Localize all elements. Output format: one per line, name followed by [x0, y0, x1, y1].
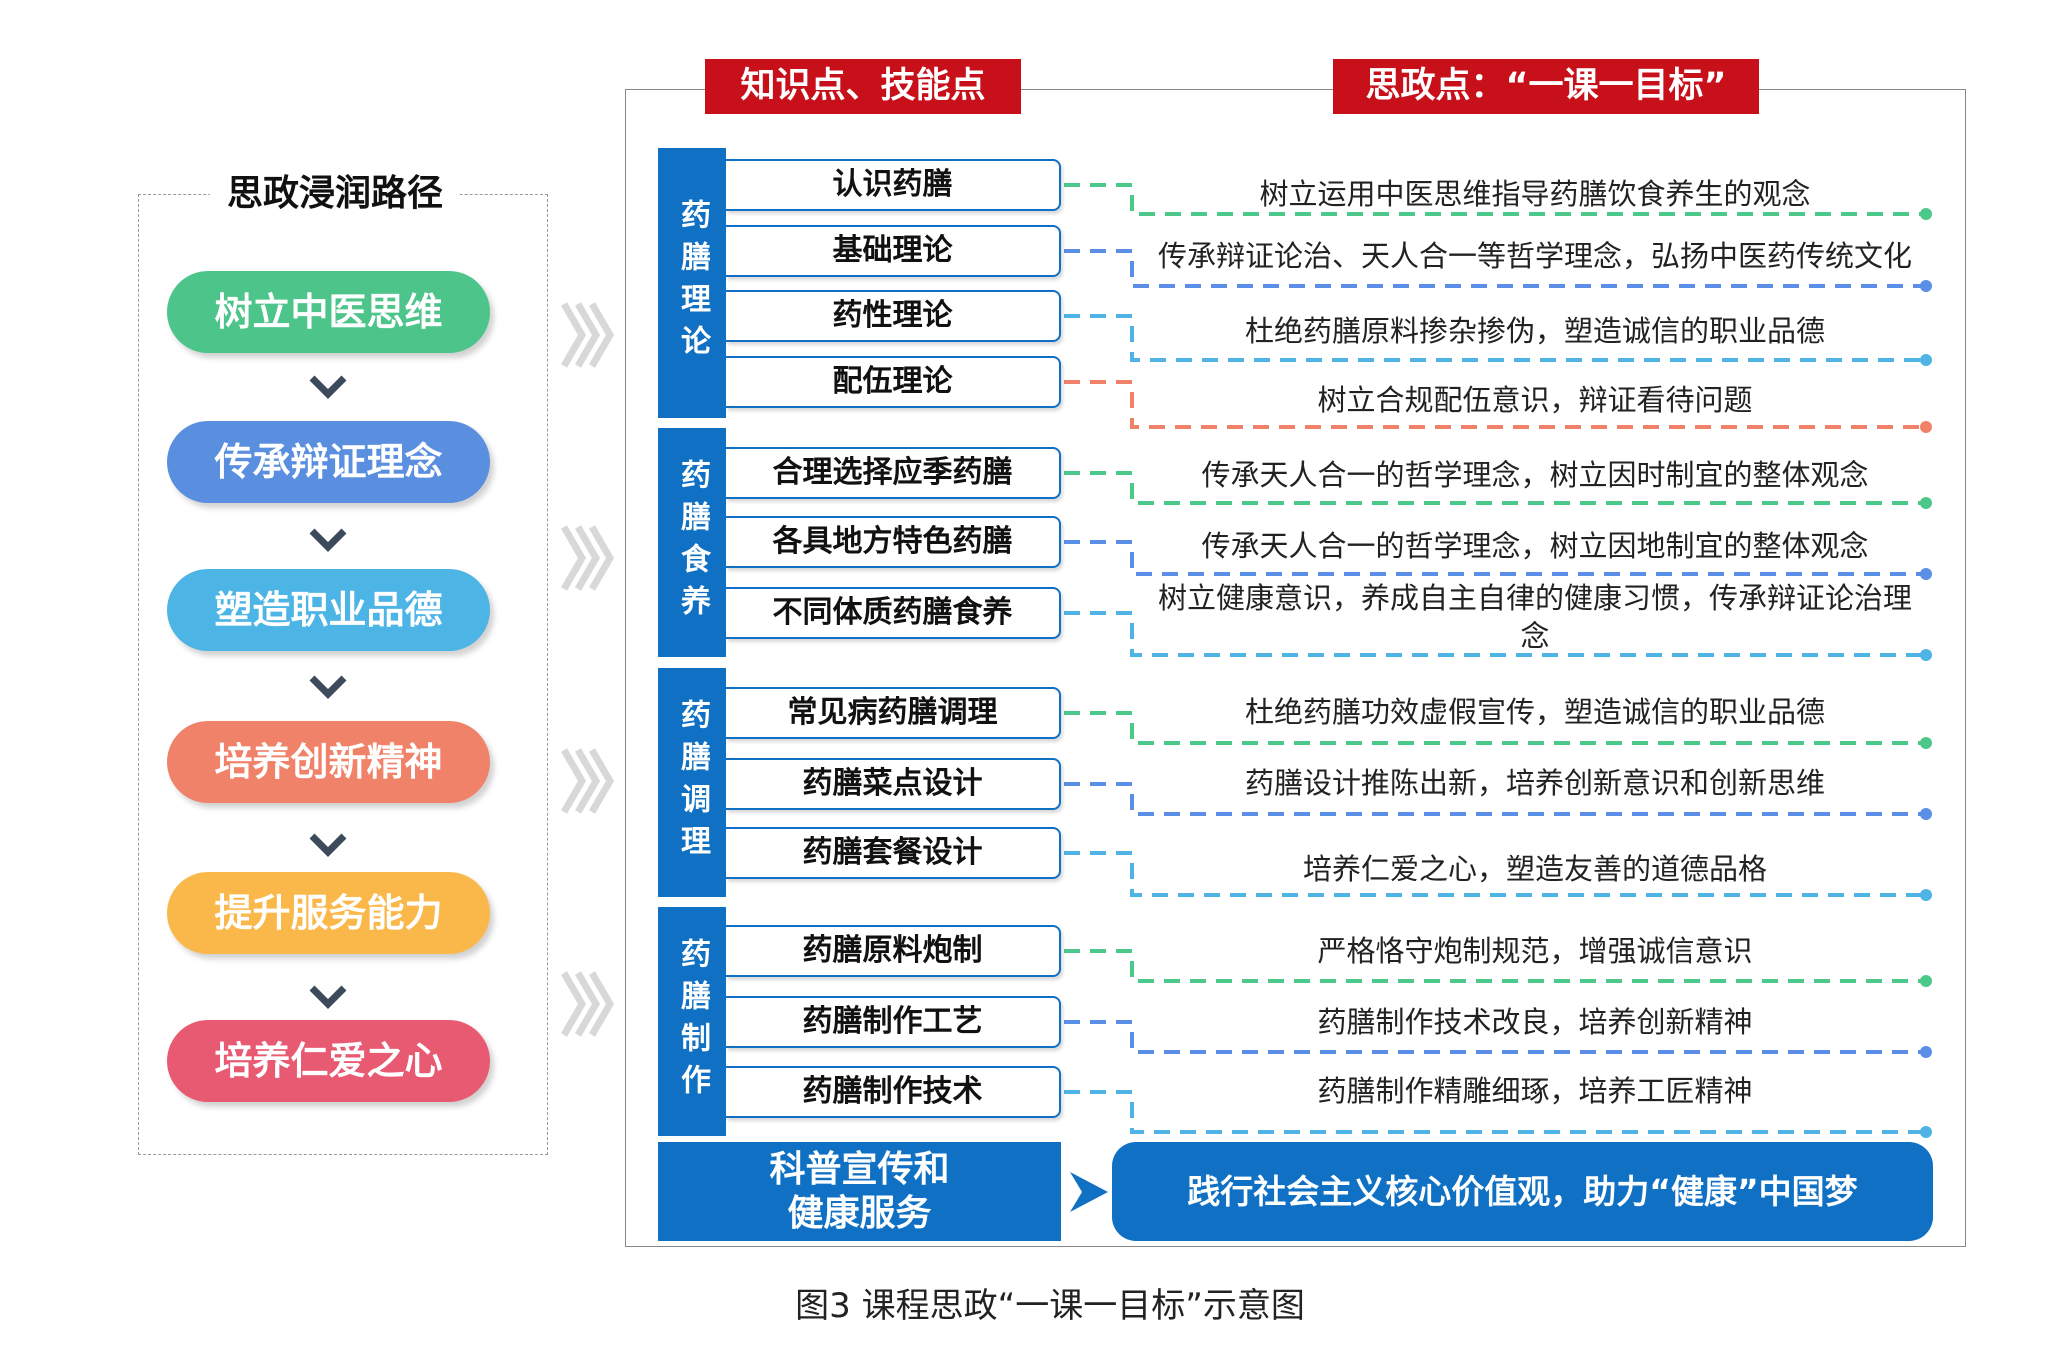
ideology-goal: 传承天人合一的哲学理念，树立因地制宜的整体观念: [1201, 529, 1869, 563]
knowledge-item: 药膳制作技术: [726, 1066, 1061, 1118]
knowledge-item: 常见病药膳调理: [726, 687, 1061, 739]
goal-connector: [1064, 949, 1924, 983]
triple-chevron-right-icon: [560, 969, 616, 1039]
chevron-down-icon: [308, 830, 348, 860]
goal-connector: [1064, 851, 1924, 897]
connector-dot: [1920, 808, 1932, 820]
knowledge-item: 药膳原料炮制: [726, 925, 1061, 977]
ideology-goal: 严格恪守炮制规范，增强诚信意识: [1317, 934, 1753, 968]
path-step: 传承辩证理念: [167, 421, 490, 503]
connector-dot: [1920, 737, 1932, 749]
knowledge-item: 各具地方特色药膳: [726, 516, 1061, 568]
path-step: 培养创新精神: [167, 721, 490, 803]
ideology-goal: 杜绝药膳原料掺杂掺伪，塑造诚信的职业品德: [1244, 314, 1825, 348]
service-box: 科普宣传和 健康服务: [658, 1142, 1061, 1241]
knowledge-item: 药膳制作工艺: [726, 996, 1061, 1048]
ideology-goal: 杜绝药膳功效虚假宣传，塑造诚信的职业品德: [1244, 695, 1825, 729]
knowledge-item: 配伍理论: [726, 356, 1061, 408]
ideology-header: 思政点：“一课一目标”: [1333, 59, 1759, 114]
knowledge-item: 不同体质药膳食养: [726, 587, 1061, 639]
category-label: 药膳制作: [675, 937, 710, 1106]
path-step: 树立中医思维: [167, 271, 490, 353]
connector-dot: [1920, 421, 1932, 433]
connector-dot: [1920, 280, 1932, 292]
path-step: 塑造职业品德: [167, 569, 490, 651]
goal-connector: [1064, 782, 1924, 816]
goal-connector: [1064, 540, 1924, 576]
chevron-down-icon: [308, 982, 348, 1012]
connector-dot: [1920, 568, 1932, 580]
ideology-path-title: 思政浸润路径: [210, 172, 460, 216]
goal-connector: [1064, 1020, 1924, 1054]
ideology-goal: 树立运用中医思维指导药膳饮食养生的观念: [1259, 177, 1811, 211]
goal-connector: [1064, 380, 1924, 429]
chevron-down-icon: [308, 525, 348, 555]
service-line2: 健康服务: [787, 1192, 932, 1234]
knowledge-item: 药性理论: [726, 290, 1061, 342]
ideology-goal: 药膳制作技术改良，培养创新精神: [1317, 1005, 1753, 1039]
main-frame: [625, 89, 1966, 1247]
goal-connector: [1064, 183, 1924, 216]
chevron-down-icon: [308, 372, 348, 402]
goal-connector: [1064, 611, 1924, 657]
chevron-down-icon: [308, 672, 348, 702]
goal-connector: [1064, 1090, 1924, 1134]
triple-chevron-right-icon: [560, 746, 616, 816]
triple-chevron-right-icon: [560, 300, 616, 370]
category-box: 药膳理论: [658, 148, 726, 418]
knowledge-item: 药膳菜点设计: [726, 758, 1061, 810]
ideology-goal: 药膳制作精雕细琢，培养工匠精神: [1317, 1074, 1753, 1108]
ideology-goal: 树立合规配伍意识，辩证看待问题: [1317, 383, 1753, 417]
knowledge-item: 认识药膳: [726, 159, 1061, 211]
connector-dot: [1920, 208, 1932, 220]
arrow-right-icon: [1070, 1172, 1108, 1212]
knowledge-header: 知识点、技能点: [705, 59, 1021, 114]
connector-dot: [1920, 1046, 1932, 1058]
goal-connector: [1064, 711, 1924, 745]
knowledge-item: 基础理论: [726, 225, 1061, 277]
connector-dot: [1920, 975, 1932, 987]
ideology-goal: 传承辩证论治、天人合一等哲学理念，弘扬中医药传统文化: [1157, 239, 1912, 273]
knowledge-item: 合理选择应季药膳: [726, 447, 1061, 499]
goal-connector: [1064, 249, 1924, 288]
connector-dot: [1920, 497, 1932, 509]
connector-dot: [1920, 889, 1932, 901]
final-goal-box: 践行社会主义核心价值观，助力“健康”中国梦: [1112, 1142, 1933, 1241]
category-box: 药膳制作: [658, 907, 726, 1136]
path-step: 提升服务能力: [167, 872, 490, 954]
ideology-goal: 培养仁爱之心，塑造友善的道德品格: [1302, 852, 1767, 886]
knowledge-item: 药膳套餐设计: [726, 827, 1061, 879]
connector-dot: [1920, 1126, 1932, 1138]
service-line1: 科普宣传和: [769, 1148, 950, 1190]
category-label: 药膳理论: [675, 199, 710, 367]
category-box: 药膳食养: [658, 428, 726, 657]
figure-caption: 图3 课程思政“一课一目标”示意图: [795, 1286, 1305, 1326]
triple-chevron-right-icon: [560, 523, 616, 593]
connector-dot: [1920, 354, 1932, 366]
path-step: 培养仁爱之心: [167, 1020, 490, 1102]
goal-connector: [1064, 314, 1924, 362]
category-label: 药膳调理: [675, 698, 710, 867]
connector-dot: [1920, 649, 1932, 661]
ideology-goal: 树立健康意识，养成自主自律的健康习惯，传承辩证论治理念: [1157, 581, 1912, 653]
category-box: 药膳调理: [658, 668, 726, 897]
goal-connector: [1064, 471, 1924, 505]
ideology-goal: 传承天人合一的哲学理念，树立因时制宜的整体观念: [1201, 458, 1869, 492]
category-label: 药膳食养: [675, 458, 710, 627]
ideology-goal: 药膳设计推陈出新，培养创新意识和创新思维: [1244, 766, 1825, 800]
